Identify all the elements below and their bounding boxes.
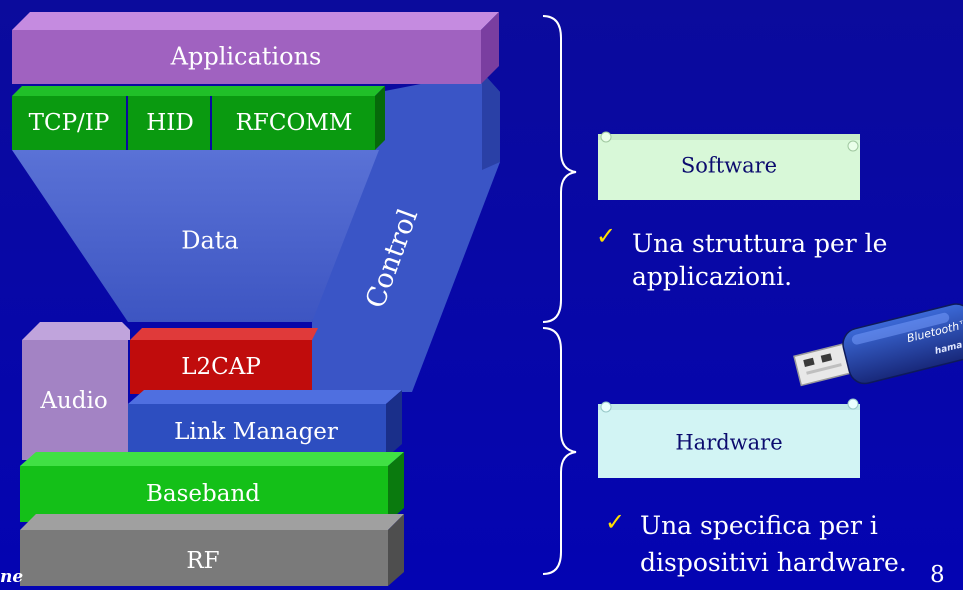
software-scroll: Software: [598, 131, 860, 200]
baseband-layer: Baseband: [20, 452, 404, 522]
page-number: 8: [930, 562, 945, 588]
audio-layer: Audio: [22, 322, 130, 460]
l2cap-label: L2CAP: [181, 354, 261, 380]
hardware-brace: [542, 327, 577, 575]
software-bullet: ✓ Una struttura per le applicazioni.: [596, 222, 887, 291]
hid-label: HID: [146, 110, 194, 136]
link-manager-layer: Link Manager: [128, 390, 402, 458]
software-brace: [542, 15, 577, 323]
l2cap-layer: L2CAP: [130, 328, 318, 394]
audio-label: Audio: [39, 388, 107, 414]
software-title: Software: [681, 154, 777, 178]
protocol-row: TCP/IP HID RFCOMM: [12, 86, 385, 150]
hardware-title: Hardware: [675, 431, 782, 455]
control-layer: Control: [312, 72, 500, 392]
data-funnel: Data: [12, 150, 379, 322]
checkmark-icon: ✓: [605, 508, 625, 536]
data-label: Data: [181, 227, 239, 255]
bluetooth-dongle-image: Bluetooth™ hama: [793, 303, 963, 387]
tcpip-box: [12, 96, 126, 150]
rf-layer: RF: [20, 514, 404, 586]
hardware-scroll: Hardware: [598, 398, 860, 478]
baseband-label: Baseband: [146, 481, 260, 507]
hardware-bullet-line1: Una specifica per i: [640, 511, 878, 540]
rfcomm-label: RFCOMM: [236, 110, 353, 136]
rf-label: RF: [186, 548, 219, 574]
tcpip-label: TCP/IP: [29, 110, 110, 136]
software-bullet-line1: Una struttura per le: [632, 229, 887, 258]
hardware-bullet-line2: dispositivi hardware.: [640, 548, 907, 577]
hid-box: [128, 96, 210, 150]
hardware-bullet: ✓ Una specifica per i dispositivi hardwa…: [605, 508, 907, 577]
footer-left-text: ne: [0, 567, 23, 587]
rfcomm-box: [212, 96, 375, 150]
applications-layer: Applications: [12, 12, 499, 84]
applications-label: Applications: [170, 43, 322, 71]
checkmark-icon: ✓: [596, 222, 616, 250]
software-bullet-line2: applicazioni.: [632, 262, 792, 291]
link-manager-label: Link Manager: [174, 419, 338, 445]
